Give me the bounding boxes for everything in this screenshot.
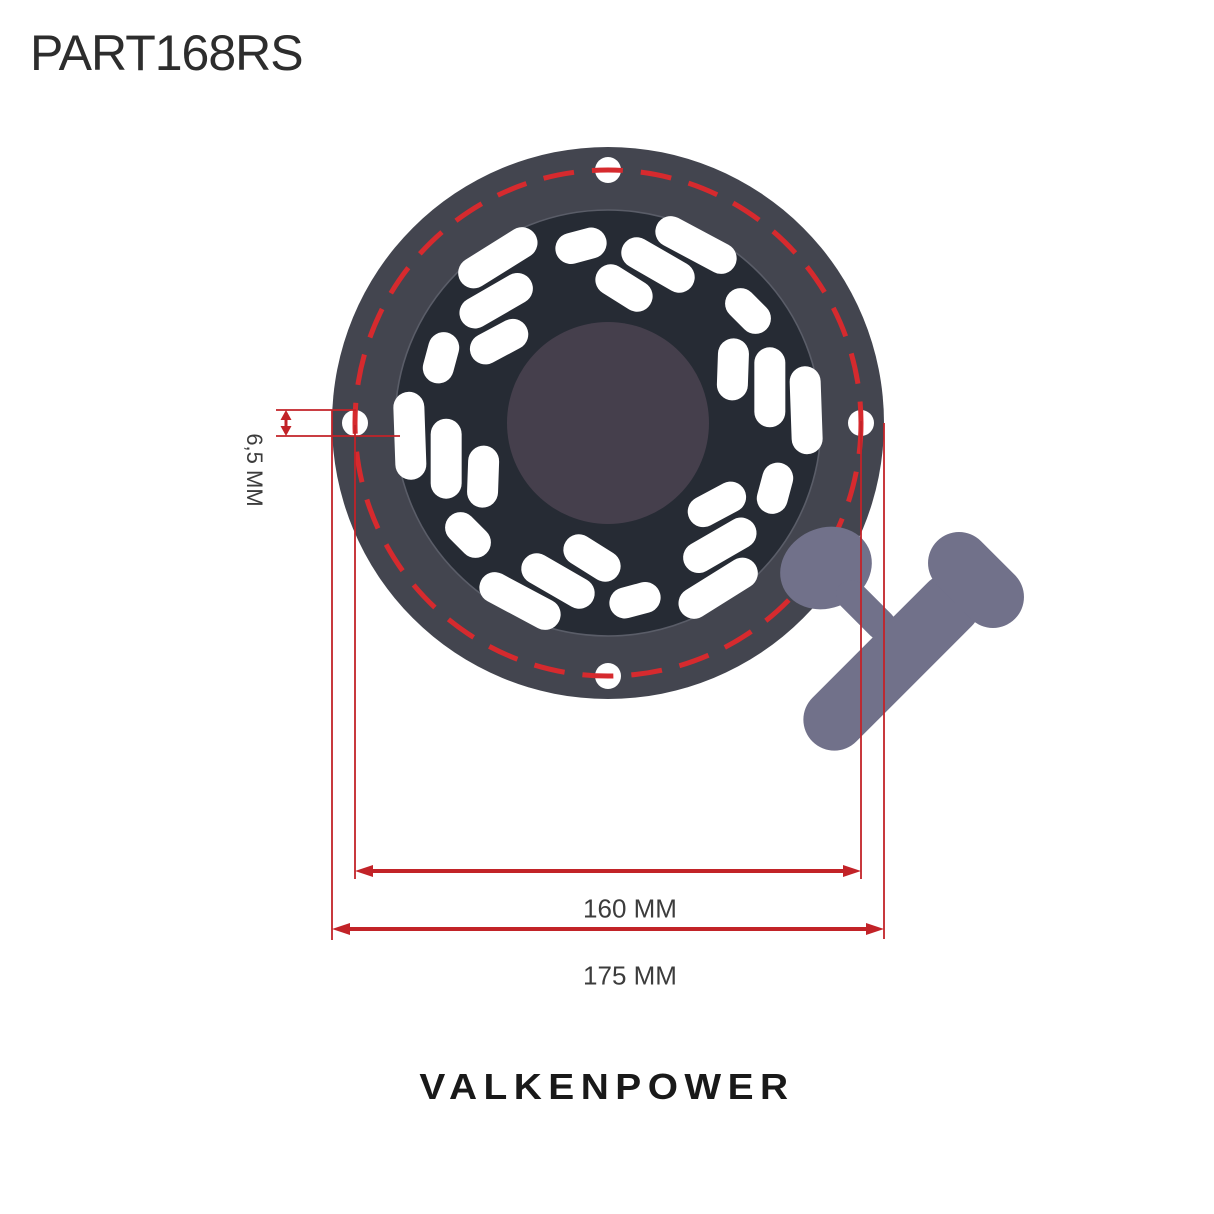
outer-diameter-label: 175 MM (583, 960, 677, 991)
outer-arrow-left (332, 923, 350, 935)
handle-grip-head (928, 532, 1024, 628)
bolt-circle-label: 160 MM (583, 893, 677, 924)
bolt-circle-arrow-right (843, 865, 861, 877)
starter-assembly (332, 147, 884, 699)
hole-dim-arrow-down (280, 426, 292, 436)
handle-stem (836, 580, 896, 640)
bolt-circle-arrow-left (355, 865, 373, 877)
brand-logo: VALKENPOWER (419, 1066, 795, 1107)
center-hub (507, 322, 709, 524)
pull-handle (780, 526, 1024, 751)
outer-arrow-right (866, 923, 884, 935)
hole-diameter-label: 6,5 MM (242, 433, 267, 507)
handle-grip-bar (803, 573, 981, 751)
dimension-lines (276, 409, 885, 940)
part-number-title: PART168RS (30, 25, 304, 81)
hole-dim-arrow-up (280, 410, 292, 420)
